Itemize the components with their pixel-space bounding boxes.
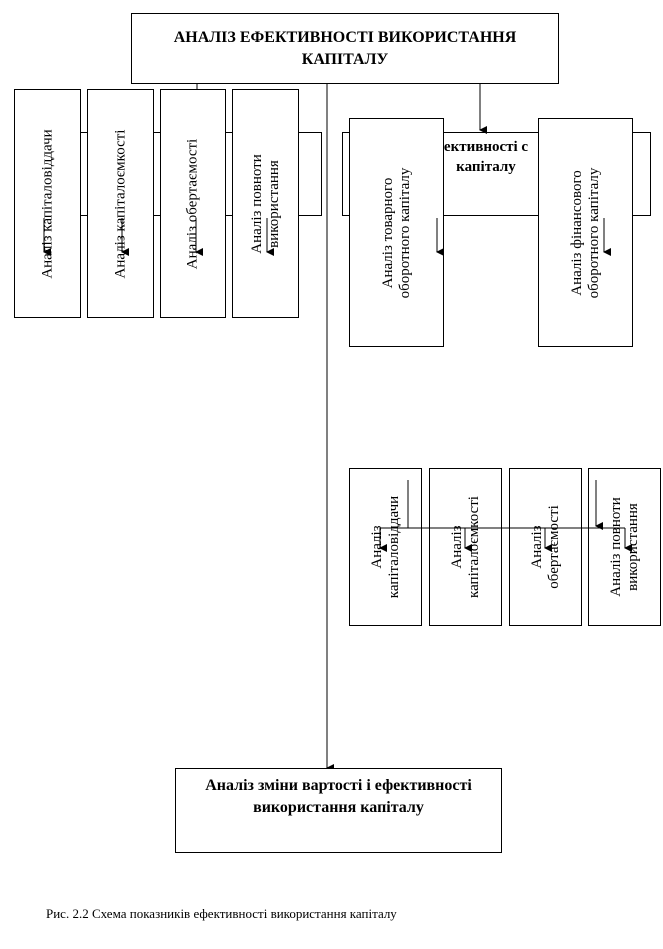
bottom-box-line1: Аналіз зміни вартості і ефективності [205,777,472,794]
top-box-line2: КАПІТАЛУ [301,50,389,68]
left-box-turnover: Аналіз обертаємості [160,89,226,318]
top-box-line1: АНАЛІЗ ЕФЕКТИВНОСТІ ВИКОРИСТАННЯ [173,28,517,46]
top-box: АНАЛІЗ ЕФЕКТИВНОСТІ ВИКОРИСТАННЯ КАПІТАЛ… [131,13,559,84]
left-box-utilization: Аналіз повноти використання [232,89,299,318]
left-box-capital-intensity: Аналіз капіталоємкості [87,89,154,318]
figure-caption: Рис. 2.2 Схема показників ефективності в… [46,906,397,921]
right-header-partial-text: ективності с капіталу [443,139,529,175]
right-box-commodity-capital: Аналіз товарного оборотного капіталу [349,118,444,347]
sub-box-capital-intensity: Аналіз капіталоємкості [429,468,502,626]
right-box-financial-capital: Аналіз фінансового оборотного капіталу [538,118,633,347]
bottom-box: Аналіз зміни вартості і ефективності вик… [175,768,502,853]
left-box-capital-return: Аналіз капіталовіддачи [14,89,81,318]
bottom-box-line2: використання капіталу [253,798,424,816]
